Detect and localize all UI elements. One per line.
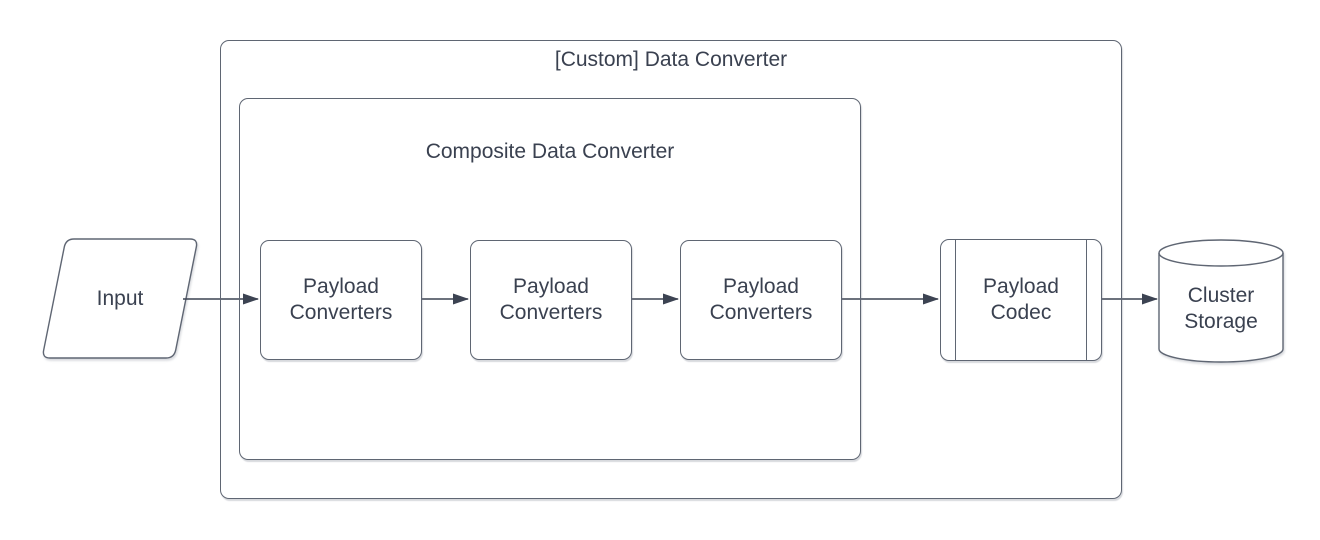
- payload-converters-box-1: Payload Converters: [260, 240, 422, 360]
- cluster-storage-label: Cluster Storage: [1171, 283, 1271, 335]
- input-label: Input: [96, 287, 144, 310]
- codec-left-divider: [955, 240, 957, 360]
- cluster-storage-shape: [1158, 239, 1284, 363]
- composite-data-converter-group: Composite Data Converter: [239, 98, 861, 460]
- payload-converters-label-1: Payload Converters: [289, 275, 393, 324]
- payload-converters-label-2: Payload Converters: [499, 275, 603, 324]
- cluster-storage-label-text: Cluster Storage: [1184, 284, 1258, 333]
- payload-converters-box-3: Payload Converters: [680, 240, 842, 360]
- payload-converters-label-3: Payload Converters: [709, 275, 813, 324]
- composite-data-converter-label: Composite Data Converter: [425, 140, 675, 163]
- payload-converters-box-2: Payload Converters: [470, 240, 632, 360]
- codec-right-divider: [1085, 240, 1087, 360]
- custom-data-converter-label: [Custom] Data Converter: [554, 48, 788, 71]
- input-shape: [42, 238, 198, 359]
- payload-codec-label: Payload Codec: [983, 275, 1059, 324]
- custom-data-converter-group: [Custom] Data Converter: [220, 40, 1122, 499]
- payload-codec-box: Payload Codec: [940, 239, 1102, 361]
- cluster-storage-top-rim: [1158, 252, 1284, 267]
